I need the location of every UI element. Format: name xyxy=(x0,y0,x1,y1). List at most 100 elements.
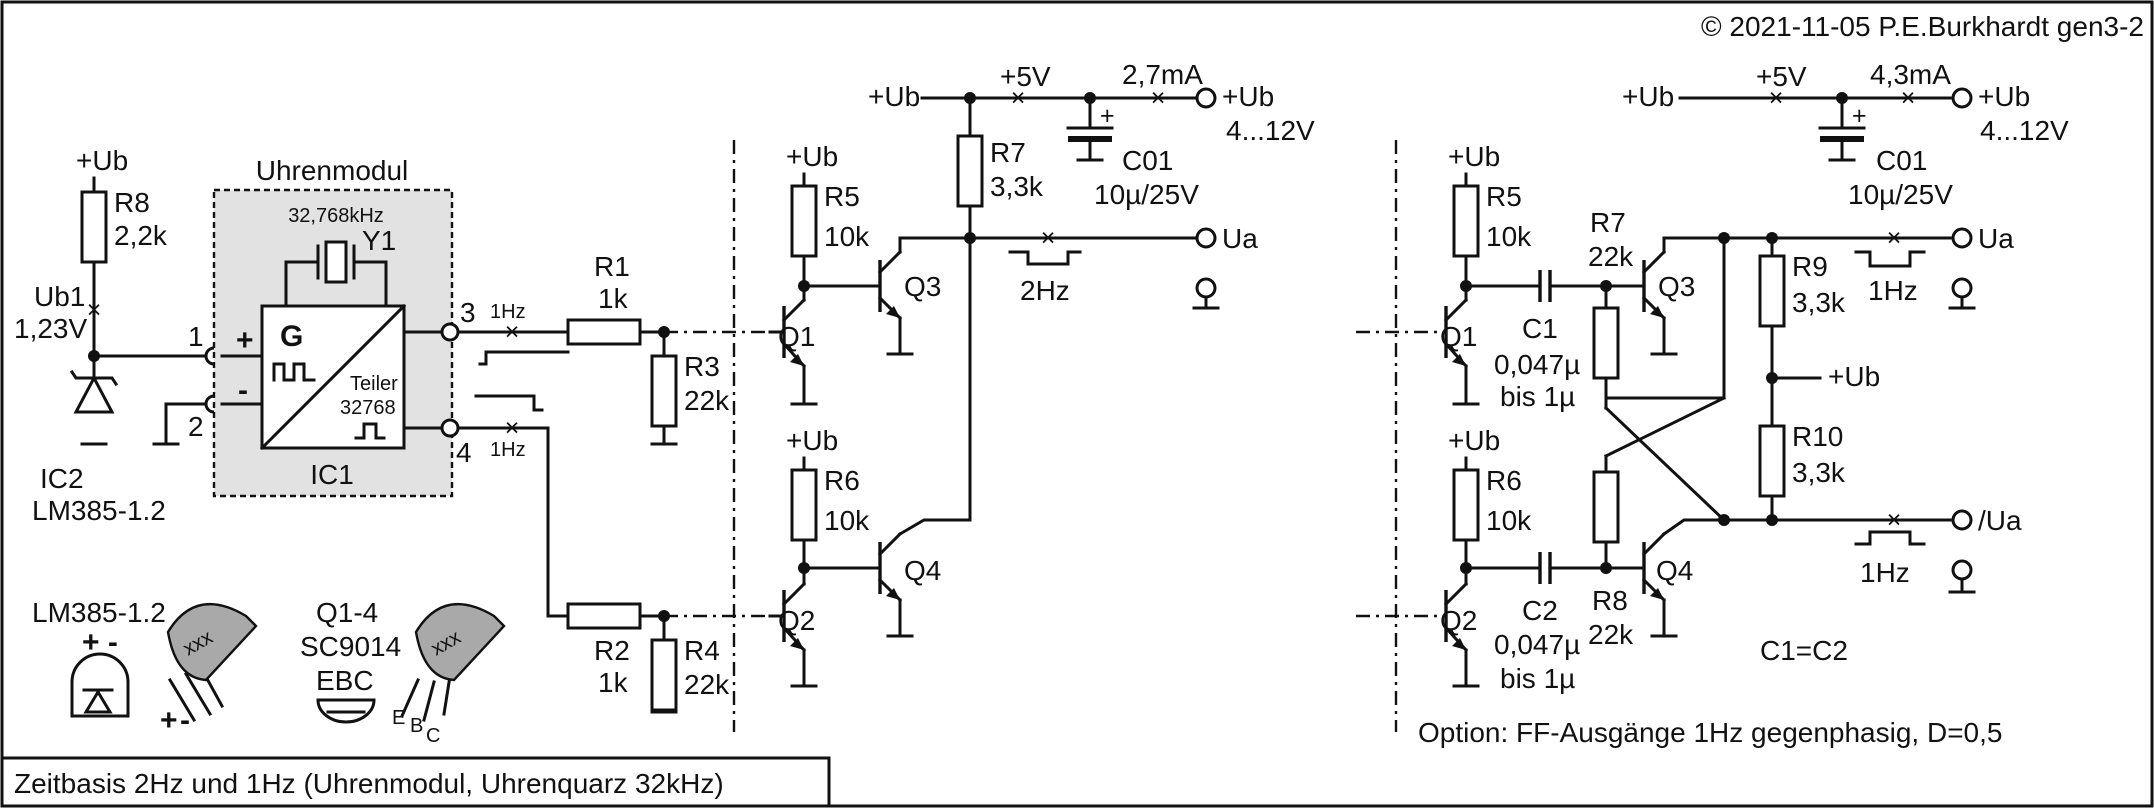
svg-text:1Hz: 1Hz xyxy=(1860,557,1910,588)
svg-text:10k: 10k xyxy=(1486,505,1532,536)
right-c01-capacitor xyxy=(1820,136,1864,142)
caption-box xyxy=(0,756,831,808)
svg-text:-: - xyxy=(180,704,190,737)
svg-text:3: 3 xyxy=(460,297,476,328)
svg-text:R7: R7 xyxy=(1590,207,1626,238)
svg-text:×: × xyxy=(505,414,520,442)
svg-text:4...12V: 4...12V xyxy=(1980,115,2069,146)
svg-text:×: × xyxy=(1041,224,1056,252)
svg-text:B: B xyxy=(410,715,423,737)
svg-text:+: + xyxy=(236,324,254,357)
svg-text:Q2: Q2 xyxy=(1440,605,1477,636)
svg-text:1k: 1k xyxy=(598,283,629,314)
right-r7-resistor xyxy=(1592,306,1620,380)
svg-text:1Hz: 1Hz xyxy=(490,301,526,323)
svg-text:Teiler: Teiler xyxy=(350,373,398,395)
ref-ub-label: +Ub xyxy=(76,145,128,176)
svg-text:×: × xyxy=(505,318,520,346)
svg-text:10k: 10k xyxy=(824,505,870,536)
svg-text:×: × xyxy=(1901,84,1916,112)
svg-text:R2: R2 xyxy=(594,635,630,666)
left-driver-section: × 1Hz R1 1k R3 22k × 1Hz R2 1k R4 22k xyxy=(456,251,770,714)
svg-text:+Ub: +Ub xyxy=(1828,361,1880,392)
svg-text:22k: 22k xyxy=(684,385,730,416)
svg-text:+Ub: +Ub xyxy=(1978,81,2030,112)
svg-text:1k: 1k xyxy=(598,667,629,698)
svg-text:10µ/25V: 10µ/25V xyxy=(1848,179,1953,210)
svg-text:4,3mA: 4,3mA xyxy=(1870,59,1951,90)
svg-text:IC2: IC2 xyxy=(40,463,84,494)
svg-text:4...12V: 4...12V xyxy=(1226,115,1315,146)
pin4-terminal xyxy=(440,418,460,438)
svg-text:+5V: +5V xyxy=(1000,61,1051,92)
svg-text:R4: R4 xyxy=(684,635,720,666)
svg-text:+Ub: +Ub xyxy=(1448,425,1500,456)
svg-text:×: × xyxy=(87,296,102,324)
left-r5-resistor xyxy=(790,184,818,258)
pin3-terminal xyxy=(440,322,460,342)
svg-text:C: C xyxy=(426,725,440,747)
svg-text:32,768kHz: 32,768kHz xyxy=(288,205,384,227)
svg-text:R6: R6 xyxy=(1486,465,1522,496)
left-r7-resistor xyxy=(956,134,984,208)
svg-text:Uhrenmodul: Uhrenmodul xyxy=(256,155,409,186)
svg-text:3,3k: 3,3k xyxy=(1792,457,1846,488)
svg-text:R1: R1 xyxy=(594,251,630,282)
svg-text:+5V: +5V xyxy=(1756,61,1807,92)
right-ub-terminal xyxy=(1951,87,1973,109)
clock-module: Uhrenmodul 32,768kHz Y1 G Teiler 32768 +… xyxy=(212,155,476,498)
r8-resistor xyxy=(80,190,108,264)
copyright-text: © 2021-11-05 P.E.Burkhardt gen3-2 xyxy=(1701,11,2144,42)
svg-text:Q1: Q1 xyxy=(778,321,815,352)
svg-text:+Ub: +Ub xyxy=(786,141,838,172)
svg-text:Ua: Ua xyxy=(1222,223,1258,254)
right-r6-resistor xyxy=(1452,468,1480,542)
right-r9-resistor xyxy=(1758,254,1786,328)
svg-text:+Ub: +Ub xyxy=(868,81,920,112)
svg-text:+: + xyxy=(1100,102,1115,130)
svg-text:×: × xyxy=(1887,224,1902,252)
svg-text:C01: C01 xyxy=(1876,145,1927,176)
svg-text:/Ua: /Ua xyxy=(1978,505,2022,536)
left-ub-terminal xyxy=(1195,87,1217,109)
svg-text:G: G xyxy=(280,320,303,353)
svg-text:×: × xyxy=(1887,506,1902,534)
option-note: Option: FF-Ausgänge 1Hz gegenphasig, D=0… xyxy=(1418,717,2002,748)
svg-text:2Hz: 2Hz xyxy=(1020,275,1070,306)
right-r10-resistor xyxy=(1758,424,1786,498)
lm385-package: xxx xyxy=(166,603,258,723)
svg-text:+: + xyxy=(1852,102,1867,130)
svg-text:bis 1µ: bis 1µ xyxy=(1500,381,1575,412)
r2-resistor xyxy=(566,602,642,630)
svg-text:×: × xyxy=(1151,84,1166,112)
svg-text:3,3k: 3,3k xyxy=(990,171,1044,202)
left-c01-capacitor xyxy=(1068,136,1112,142)
svg-text:32768: 32768 xyxy=(340,397,396,419)
svg-text:C1: C1 xyxy=(1522,313,1558,344)
svg-text:0,047µ: 0,047µ xyxy=(1494,629,1580,660)
svg-text:EBC: EBC xyxy=(316,665,374,696)
reference-section: +Ub R8 2,2k × Ub1 1,23V IC2 LM385-1.2 1 … xyxy=(14,145,224,526)
package-section: LM385-1.2 + - xxx + - Q1-4 SC9014 EBC xx… xyxy=(32,597,506,747)
svg-text:R8: R8 xyxy=(114,187,150,218)
ic2-reference-diode xyxy=(69,369,119,414)
svg-text:C2: C2 xyxy=(1522,595,1558,626)
transistor-package: xxx xyxy=(400,603,506,722)
svg-text:R5: R5 xyxy=(1486,181,1522,212)
svg-text:+Ub: +Ub xyxy=(1222,81,1274,112)
svg-text:C01: C01 xyxy=(1122,145,1173,176)
svg-text:1Hz: 1Hz xyxy=(1868,275,1918,306)
svg-text:10µ/25V: 10µ/25V xyxy=(1094,179,1199,210)
svg-text:×: × xyxy=(1769,84,1784,112)
svg-text:+Ub: +Ub xyxy=(1622,81,1674,112)
svg-text:Q1: Q1 xyxy=(1440,321,1477,352)
crystal-y1 xyxy=(324,240,348,284)
svg-text:R5: R5 xyxy=(824,181,860,212)
svg-text:10k: 10k xyxy=(824,221,870,252)
svg-text:22k: 22k xyxy=(1588,241,1634,272)
caption-text: Zeitbasis 2Hz und 1Hz (Uhrenmodul, Uhren… xyxy=(14,768,724,799)
left-transistor-section: +Ub R5 10k Q1 Q3 +Ub R6 10k xyxy=(768,59,1315,688)
svg-text:Y1: Y1 xyxy=(362,225,396,256)
svg-text:1,23V: 1,23V xyxy=(14,313,87,344)
